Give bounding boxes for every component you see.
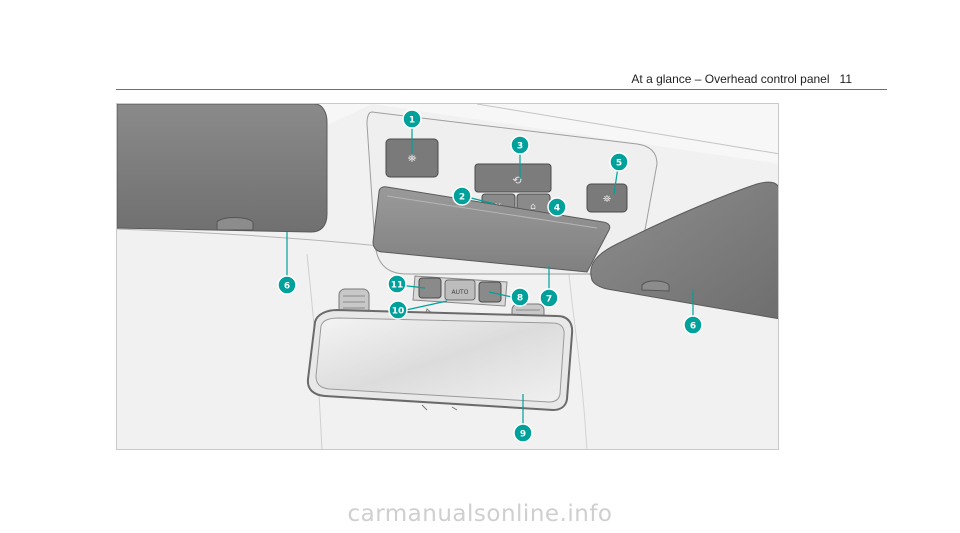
callout-8-label: 8 <box>517 294 523 304</box>
running-header: At a glance – Overhead control panel 11 <box>631 72 852 86</box>
rear-control-buttons: AUTO <box>412 275 508 307</box>
page-number: 11 <box>839 72 852 86</box>
right-sun-visor <box>590 181 778 320</box>
watermark: carmanualsonline.info <box>347 501 613 527</box>
reading-lamp-icon-right: ⛯ <box>603 194 611 205</box>
callout-2-label: 2 <box>459 193 465 203</box>
callout-4-label: 4 <box>554 204 560 214</box>
callout-4: 4 <box>547 197 567 217</box>
callout-6-right-label: 6 <box>690 322 696 332</box>
callout-3-label: 3 <box>517 142 523 152</box>
illustration-svg: ⛯ ⟲ ✕ ⌂ ⛯ AUTO <box>117 104 778 449</box>
section-title: At a glance – Overhead control panel <box>631 72 830 86</box>
header-rule <box>116 89 887 90</box>
callout-6-right: 6 <box>683 315 703 335</box>
callout-5-label: 5 <box>616 159 622 169</box>
leader-lines <box>286 126 694 432</box>
callout-1-label: 1 <box>409 116 415 126</box>
sliding-sunroof-icon: ⟲ <box>512 174 521 187</box>
left-reading-lamp-button: ⛯ <box>385 138 439 178</box>
sunglasses-compartment <box>372 186 611 273</box>
callout-2: 2 <box>452 186 472 206</box>
callout-7-label: 7 <box>546 295 552 305</box>
callout-5: 5 <box>609 152 629 172</box>
reading-lamp-icon: ⛯ <box>408 152 417 165</box>
overhead-control-panel-illustration: ⛯ ⟲ ✕ ⌂ ⛯ AUTO <box>116 103 779 450</box>
callout-10: 10 <box>388 300 408 320</box>
auto-button-icon: AUTO <box>452 289 469 296</box>
page-header: At a glance – Overhead control panel 11 <box>0 0 960 100</box>
callout-11-label: 11 <box>391 281 404 291</box>
callout-6-left-label: 6 <box>284 282 290 292</box>
callout-11: 11 <box>387 274 407 294</box>
callout-10-label: 10 <box>392 307 405 317</box>
callout-8: 8 <box>510 287 530 307</box>
sos-icon: ⌂ <box>530 202 536 212</box>
callout-6-left: 6 <box>277 275 297 295</box>
callout-7: 7 <box>539 288 559 308</box>
callout-9-label: 9 <box>520 430 526 440</box>
right-reading-lamp-button: ⛯ <box>586 183 628 213</box>
callout-9: 9 <box>513 423 533 443</box>
callout-1: 1 <box>402 109 422 129</box>
left-sun-visor <box>117 104 328 233</box>
rear-view-mirror <box>306 308 574 412</box>
callout-3: 3 <box>510 135 530 155</box>
